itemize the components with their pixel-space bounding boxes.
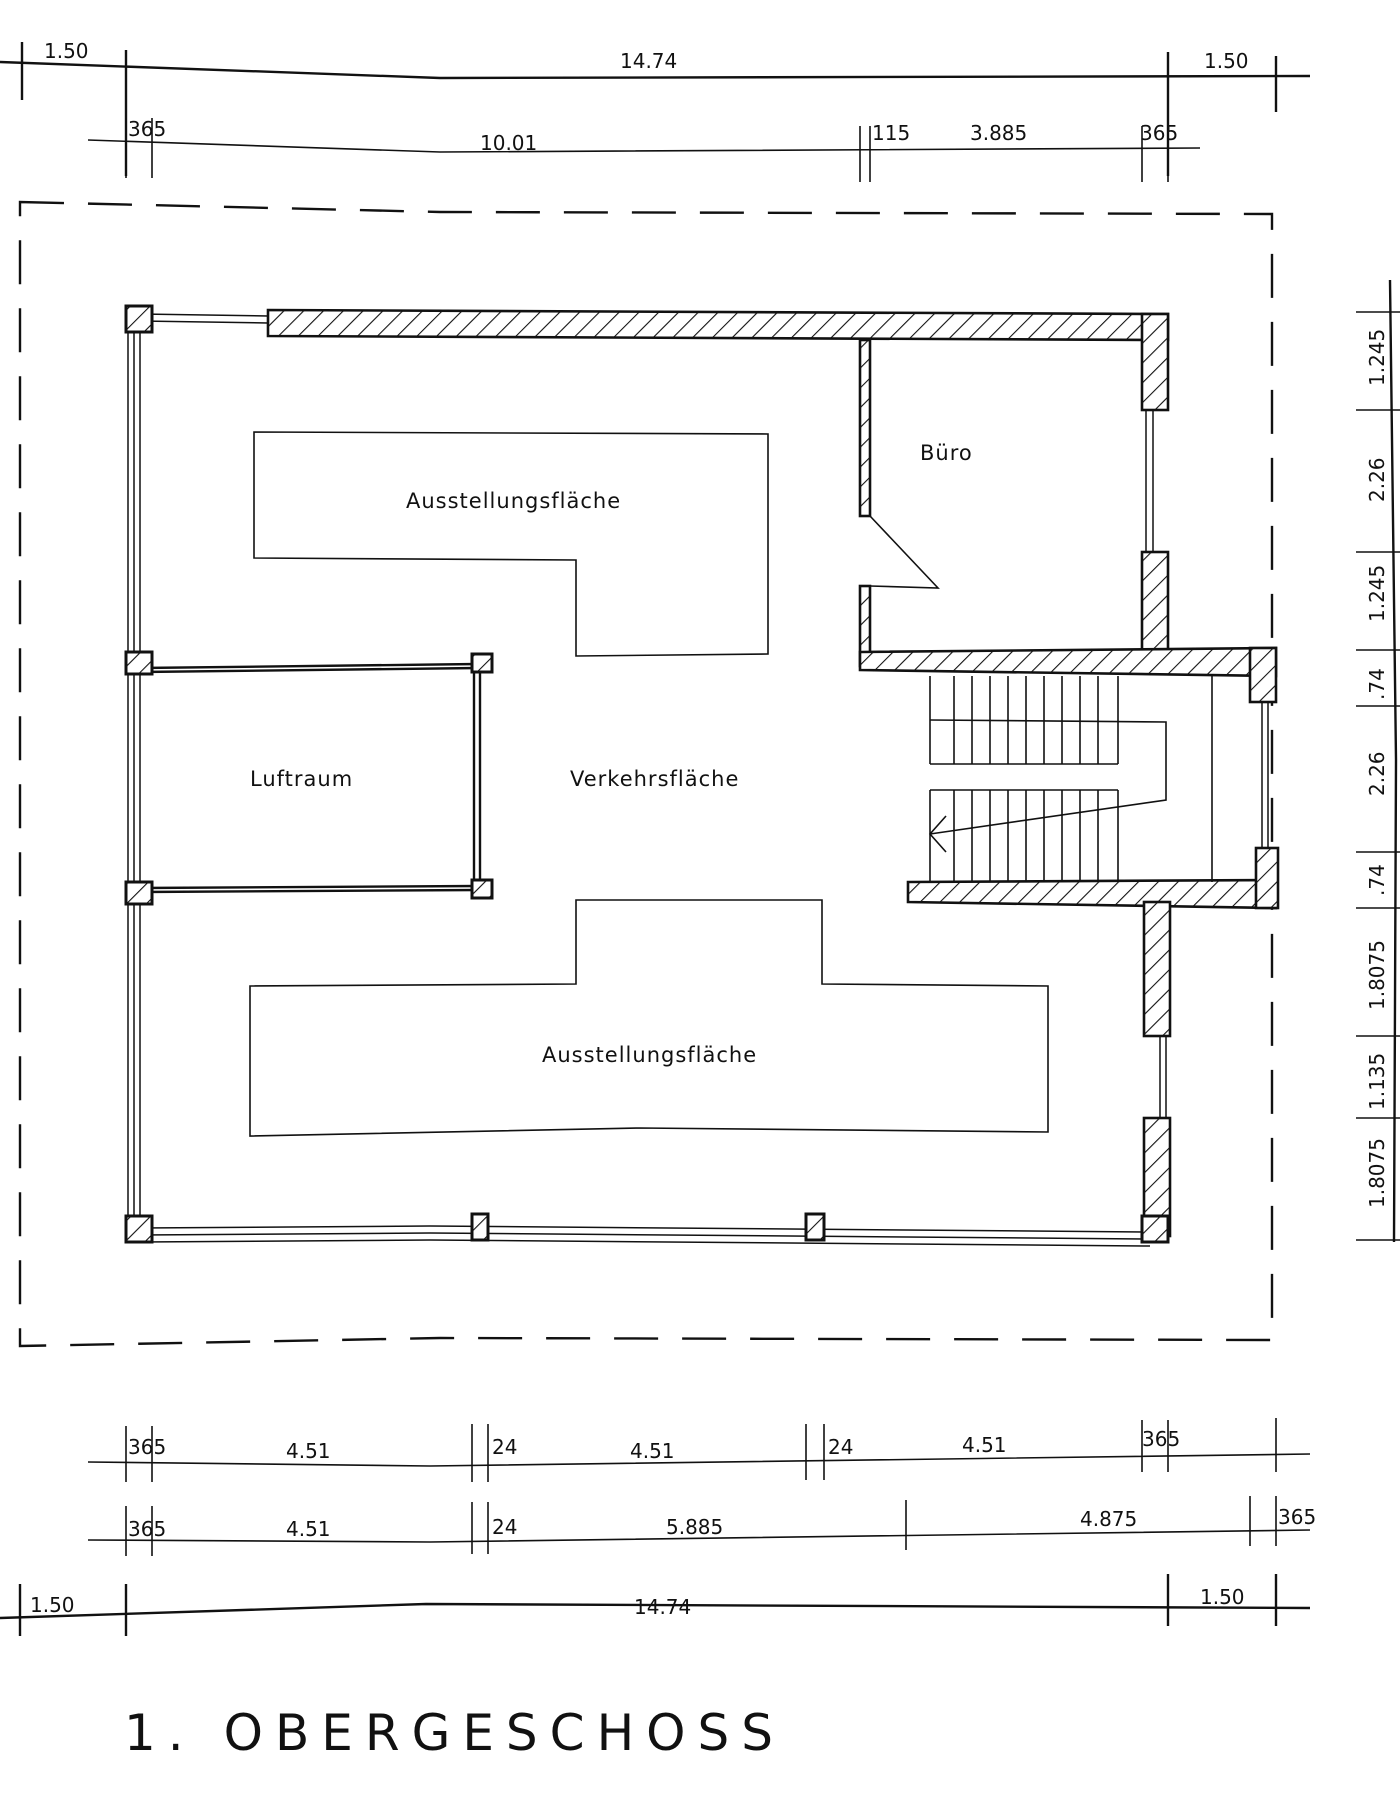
dim-bottom-column-1: 24 [492,1435,517,1459]
dim-bottom-bay-2: 4.51 [630,1439,675,1463]
void-opening [139,662,482,894]
dim-bottom2-span-3: 4.875 [1080,1507,1137,1531]
dim-right-8: 1.135 [1365,1053,1389,1110]
dim-top-total-width: 14.74 [620,49,677,73]
label-office: Büro [920,441,973,465]
bottom-dimension-row-2: 365 4.51 24 5.885 4.875 365 [87,1496,1316,1556]
dim-right-7: 1.8075 [1365,940,1389,1010]
label-circulation: Verkehrsfläche [570,767,739,791]
staircase [928,674,1213,882]
dim-bottom2-wall-2: 365 [1278,1505,1316,1529]
dim-bottom2-column: 24 [492,1515,517,1539]
glazed-facade [127,313,1269,1247]
bottom-dimension-row-1: 365 4.51 24 4.51 24 4.51 365 [87,1418,1311,1482]
roof-overhang-outline [18,200,1274,1348]
label-exhibition-top: Ausstellungsfläche [406,489,621,513]
dim-bottom3-total-width: 14.74 [634,1595,691,1619]
dim-top-wall-left: 365 [128,117,166,141]
dim-right-1: 1.245 [1365,329,1389,386]
dim-right-2: 2.26 [1365,457,1389,502]
dim-right-4: .74 [1365,668,1389,700]
dim-right-5: 2.26 [1365,751,1389,796]
label-void: Luftraum [250,767,353,791]
dim-right-9: 1.8075 [1365,1138,1389,1208]
right-dimension-column: 1.245 2.26 1.245 .74 2.26 .74 1.8075 1.1… [1356,279,1400,1243]
dim-bottom3-overhang-left: 1.50 [30,1593,75,1617]
dim-top-overhang-left: 1.50 [44,39,89,63]
label-exhibition-bottom: Ausstellungsfläche [542,1043,757,1067]
exhibition-area-bottom-outline [249,899,1049,1137]
dim-bottom-wall-1: 365 [128,1435,166,1459]
office-door-swing [869,515,940,589]
dim-bottom2-wall-1: 365 [128,1517,166,1541]
dim-right-3: 1.245 [1365,565,1389,622]
dim-bottom-bay-3: 4.51 [962,1433,1007,1457]
dim-right-6: .74 [1365,864,1389,896]
dim-bottom-wall-2: 365 [1142,1427,1180,1451]
dim-bottom2-span-2: 5.885 [666,1515,723,1539]
drawing-title: 1. OBERGESCHOSS [124,1704,785,1762]
exhibition-area-top-outline [253,431,769,657]
hatched-walls [266,308,1280,1238]
top-dimension-row-1: 1.50 14.74 1.50 [0,39,1311,176]
dim-top-wall-mid: 115 [872,121,910,145]
dim-top-hall-width: 10.01 [480,131,537,155]
dim-bottom-bay-1: 4.51 [286,1439,331,1463]
structural-columns [124,304,1170,1244]
dim-bottom-column-2: 24 [828,1435,853,1459]
dim-bottom2-bay-1: 4.51 [286,1517,331,1541]
dim-top-office-width: 3.885 [970,121,1027,145]
dim-bottom3-overhang-right: 1.50 [1200,1585,1245,1609]
dim-top-overhang-right: 1.50 [1204,49,1249,73]
bottom-dimension-row-3: 1.50 14.74 1.50 [0,1574,1311,1636]
top-dimension-row-2: 365 10.01 115 3.885 365 [87,117,1201,182]
dim-top-wall-right: 365 [1140,121,1178,145]
